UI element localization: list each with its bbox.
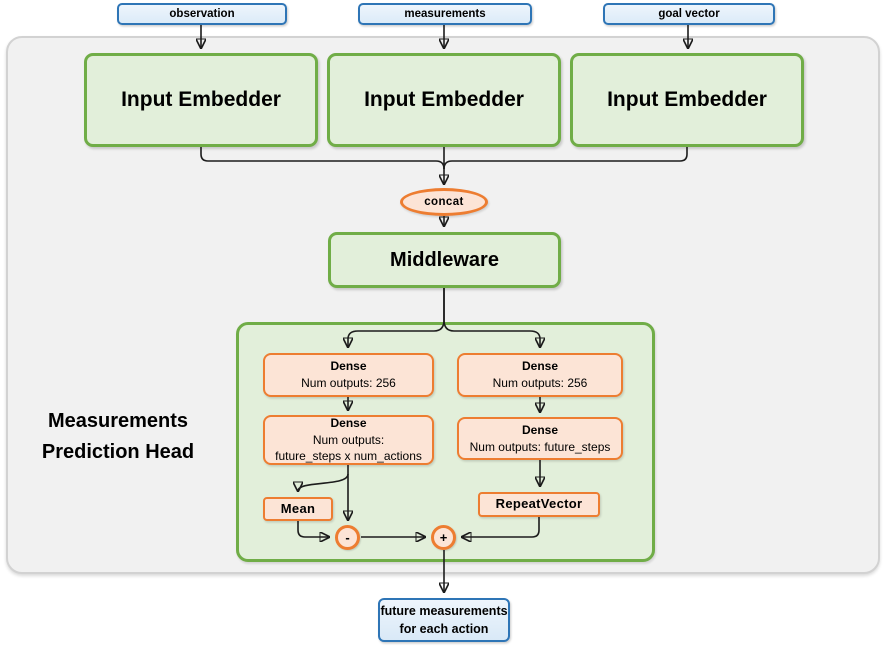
input-node-goal-vector: goal vector	[603, 3, 775, 25]
dense-title: Dense	[521, 359, 559, 374]
repeat-vector-node: RepeatVector	[478, 492, 600, 517]
prediction-head-title-line2: Prediction Head	[41, 441, 195, 463]
dense-title: Dense	[330, 415, 367, 430]
dense-title: Dense	[330, 359, 367, 374]
concat-node: concat	[400, 188, 488, 216]
mean-node: Mean	[263, 497, 333, 521]
middleware-node: Middleware	[328, 232, 561, 288]
input-node-observation: observation	[117, 3, 287, 25]
output-line1: future measurements	[380, 603, 508, 618]
dense-right-future-steps: Dense Num outputs: future_steps	[457, 417, 623, 460]
plus-operator: +	[431, 525, 456, 550]
input-embedder-3: Input Embedder	[570, 53, 804, 147]
dense-right-256: Dense Num outputs: 256	[457, 353, 623, 397]
dense-subtitle: Num outputs: 256	[301, 376, 396, 390]
dense-left-actions: Dense Num outputs: future_steps x num_ac…	[263, 415, 434, 465]
input-node-measurements: measurements	[358, 3, 532, 25]
minus-operator: -	[335, 525, 360, 550]
dense-subtitle: Num outputs: 256	[492, 376, 588, 390]
dense-subtitle2: future_steps x num_actions	[275, 449, 422, 464]
output-node-future-measurements: future measurements for each action	[378, 598, 510, 642]
dense-left-256: Dense Num outputs: 256	[263, 353, 434, 397]
output-line2: for each action	[399, 622, 489, 636]
input-embedder-2: Input Embedder	[327, 53, 561, 147]
dense-title: Dense	[521, 422, 559, 437]
prediction-head-title: Measurements Prediction Head	[15, 406, 221, 468]
dense-subtitle: Num outputs:	[312, 432, 385, 447]
prediction-head-title-line1: Measurements	[47, 410, 189, 432]
input-embedder-1: Input Embedder	[84, 53, 318, 147]
dense-subtitle: Num outputs: future_steps	[469, 439, 611, 454]
